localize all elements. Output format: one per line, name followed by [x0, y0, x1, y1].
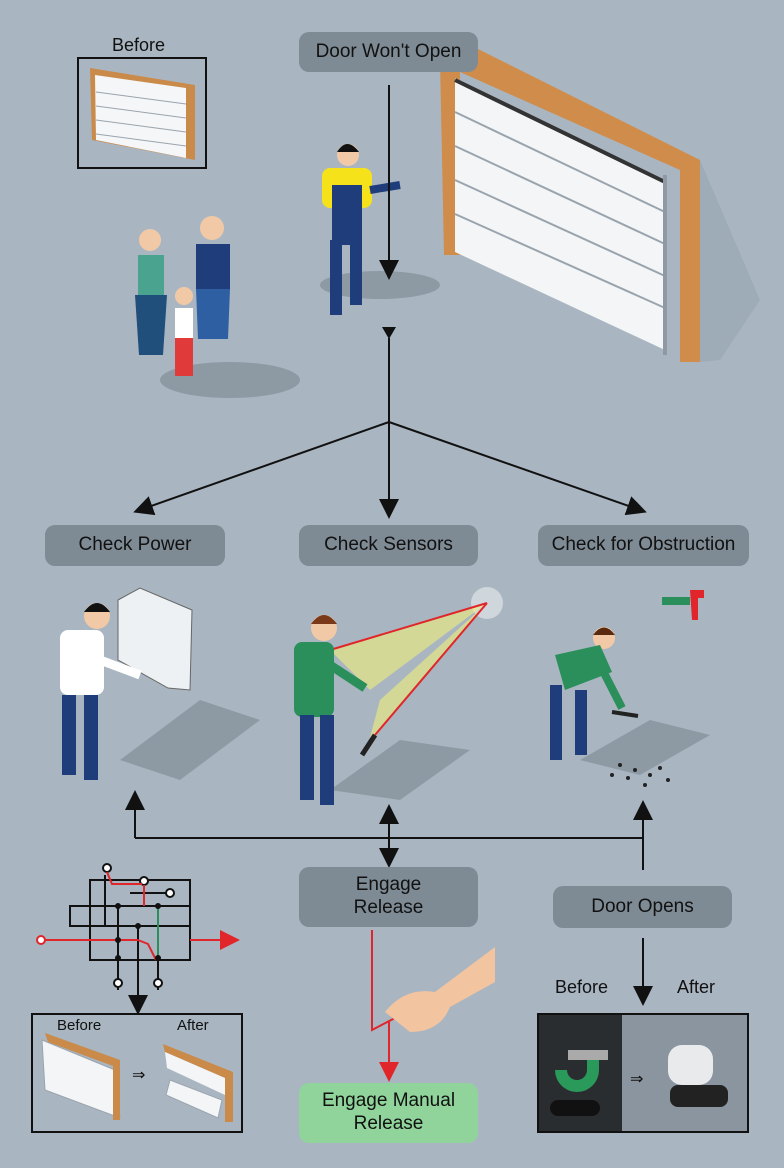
left-after-caption: After: [177, 1017, 209, 1034]
door-opens-node: Door Opens: [553, 886, 732, 928]
garage-door-illustration: [440, 45, 760, 362]
double-arrow-icon: ⇒: [132, 1067, 145, 1084]
check-obstruction-scene: [550, 590, 710, 787]
down-triangle-icon: [382, 327, 396, 339]
manual-release-hand: [371, 930, 495, 1082]
right-before-after-panel: ⇒: [537, 1013, 749, 1133]
engage-release-node: Engage Release: [299, 867, 478, 927]
check-sensors-node: Check Sensors: [299, 525, 478, 566]
family-figures: [135, 216, 300, 398]
double-arrow-icon: ⇒: [630, 1071, 643, 1088]
left-before-after-panel: ⇒: [31, 1013, 243, 1133]
check-power-scene: [60, 587, 260, 780]
technician-figure: [320, 144, 440, 315]
before-caption: Before: [112, 35, 166, 55]
check-sensors-scene: [294, 587, 503, 805]
left-before-caption: Before: [57, 1017, 102, 1034]
check-power-node: Check Power: [45, 525, 225, 566]
engage-manual-release-node: Engage Manual Release: [299, 1083, 478, 1143]
circuit-diagram: [36, 863, 240, 1000]
right-before-caption: Before: [555, 977, 609, 997]
before-garage-thumbnail: [77, 57, 207, 169]
right-after-caption: After: [677, 977, 716, 997]
door-wont-open-node: Door Won't Open: [299, 32, 478, 72]
check-obstruction-node: Check for Obstruction: [538, 525, 749, 566]
